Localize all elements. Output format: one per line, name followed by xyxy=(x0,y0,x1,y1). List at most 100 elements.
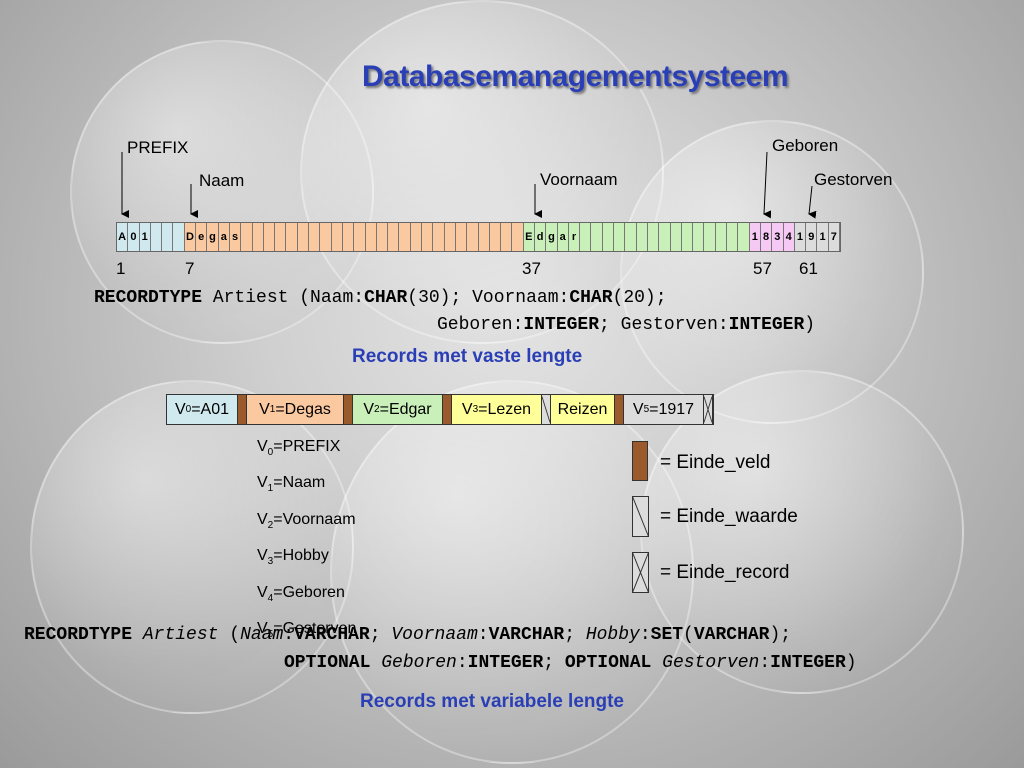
record-cell-voornaam xyxy=(636,223,648,251)
record-cell-prefix xyxy=(162,223,174,251)
callout-gestorven: Gestorven xyxy=(814,170,893,189)
geboren-arrow xyxy=(763,151,772,219)
einde-veld-label: = Einde_veld xyxy=(660,452,771,473)
record-cell-voornaam xyxy=(591,223,603,251)
position-1: 1 xyxy=(116,259,126,278)
callout-arrows xyxy=(121,151,817,219)
caption-variable: Records met variabele lengte xyxy=(360,691,624,712)
record-cell-naam xyxy=(489,223,502,251)
keyword: OPTIONAL xyxy=(284,653,371,673)
code-text: : xyxy=(477,625,489,645)
record-cell-prefix: 1 xyxy=(139,223,151,251)
record-cell-naam xyxy=(354,223,366,251)
record-cell-prefix: A xyxy=(117,223,129,251)
type-keyword: CHAR xyxy=(569,288,613,308)
code-text: ; xyxy=(369,625,392,645)
record-cell-voornaam xyxy=(727,223,739,251)
record-cell-naam: e xyxy=(196,223,208,251)
record-cell-naam xyxy=(286,223,298,251)
einde-record-swatch xyxy=(632,552,649,593)
code-text: (20); xyxy=(612,288,667,308)
record-cell-voornaam xyxy=(715,223,728,251)
fixed-recordtype-line1: RECORDTYPE Artiest (Naam:CHAR(30); Voorn… xyxy=(94,288,667,308)
record-cell-geboren: 1 xyxy=(749,223,761,251)
record-cell-naam xyxy=(433,223,445,251)
record-cell-voornaam xyxy=(670,223,682,251)
code-text: Geboren: xyxy=(437,315,524,335)
code-italic: Hobby xyxy=(585,625,640,645)
record-cell-naam xyxy=(376,223,389,251)
type-keyword: VARCHAR xyxy=(294,625,370,645)
callout-voornaam: Voornaam xyxy=(540,170,618,189)
position-7: 7 xyxy=(185,259,195,278)
code-text: Artiest (Naam: xyxy=(202,288,365,308)
list-item: V5=Gestorven xyxy=(257,620,357,641)
list-item: V0=PREFIX xyxy=(257,438,341,459)
einde-veld-swatch xyxy=(632,441,648,481)
record-cell-naam xyxy=(275,223,287,251)
callout-geboren: Geboren xyxy=(772,136,839,155)
einde-veld-marker xyxy=(238,395,247,424)
record-cell-naam xyxy=(422,223,434,251)
record-cell-geboren: 4 xyxy=(783,223,795,251)
list-item: V4=Geboren xyxy=(257,583,345,605)
variable-recordtype-line2: OPTIONAL Geboren:INTEGER; OPTIONAL Gesto… xyxy=(284,653,857,673)
field-legend-list: V0=PREFIX V1=Naam V2=Voornaam V3=Hobby V… xyxy=(257,432,356,651)
code-italic: Gestorven xyxy=(662,653,760,673)
record-cell-naam: a xyxy=(218,223,230,251)
record-cell-gestorven: 7 xyxy=(828,223,840,251)
record-cell-prefix: 0 xyxy=(128,223,140,251)
record-cell-naam xyxy=(444,223,456,251)
position-57: 57 xyxy=(753,259,772,278)
einde-waarde-marker xyxy=(542,395,551,424)
record-cell-naam xyxy=(478,223,490,251)
einde-veld-marker xyxy=(615,395,624,424)
record-cell-naam xyxy=(241,223,253,251)
code-italic: Voornaam xyxy=(391,625,478,645)
type-keyword: CHAR xyxy=(364,288,408,308)
position-61: 61 xyxy=(799,259,818,278)
einde-record-marker xyxy=(704,395,713,424)
type-keyword: INTEGER xyxy=(770,653,846,673)
code-text: : xyxy=(759,653,771,673)
record-cell-voornaam xyxy=(681,223,694,251)
list-item: V3=Hobby xyxy=(257,547,329,568)
background-orb xyxy=(30,380,354,714)
page-title: Databasemanagementsysteem xyxy=(362,60,789,93)
caption-fixed: Records met vaste lengte xyxy=(352,346,583,367)
code-text: : xyxy=(283,625,295,645)
position-37: 37 xyxy=(522,259,541,278)
code-text: ; xyxy=(543,653,565,673)
type-keyword: VARCHAR xyxy=(488,625,565,645)
record-cell-naam xyxy=(297,223,310,251)
record-cell-voornaam: r xyxy=(568,223,581,251)
keyword: RECORDTYPE xyxy=(94,288,203,308)
record-cell-prefix xyxy=(173,223,185,251)
gestorven-arrow xyxy=(808,185,817,219)
type-keyword: INTEGER xyxy=(467,653,544,673)
record-cell-naam xyxy=(309,223,321,251)
type-keyword: SET xyxy=(650,625,684,645)
record-cell-voornaam xyxy=(659,223,671,251)
var-cell-v4: Reizen xyxy=(551,395,615,424)
record-cell-naam: s xyxy=(229,223,242,251)
record-cell-naam xyxy=(331,223,343,251)
record-cell-voornaam: d xyxy=(534,223,547,251)
callout-prefix: PREFIX xyxy=(127,138,189,157)
einde-waarde-label: = Einde_waarde xyxy=(660,506,798,527)
record-cell-voornaam xyxy=(647,223,660,251)
record-cell-voornaam xyxy=(580,223,592,251)
code-text: ); xyxy=(769,625,792,645)
type-keyword: VARCHAR xyxy=(693,625,770,645)
record-cell-voornaam xyxy=(738,223,750,251)
record-cell-voornaam xyxy=(614,223,626,251)
type-keyword: INTEGER xyxy=(728,315,805,335)
background-orb xyxy=(300,0,664,344)
type-keyword: INTEGER xyxy=(523,315,600,335)
record-cell-prefix xyxy=(150,223,163,251)
callout-naam: Naam xyxy=(199,171,245,190)
record-cell-naam xyxy=(399,223,411,251)
